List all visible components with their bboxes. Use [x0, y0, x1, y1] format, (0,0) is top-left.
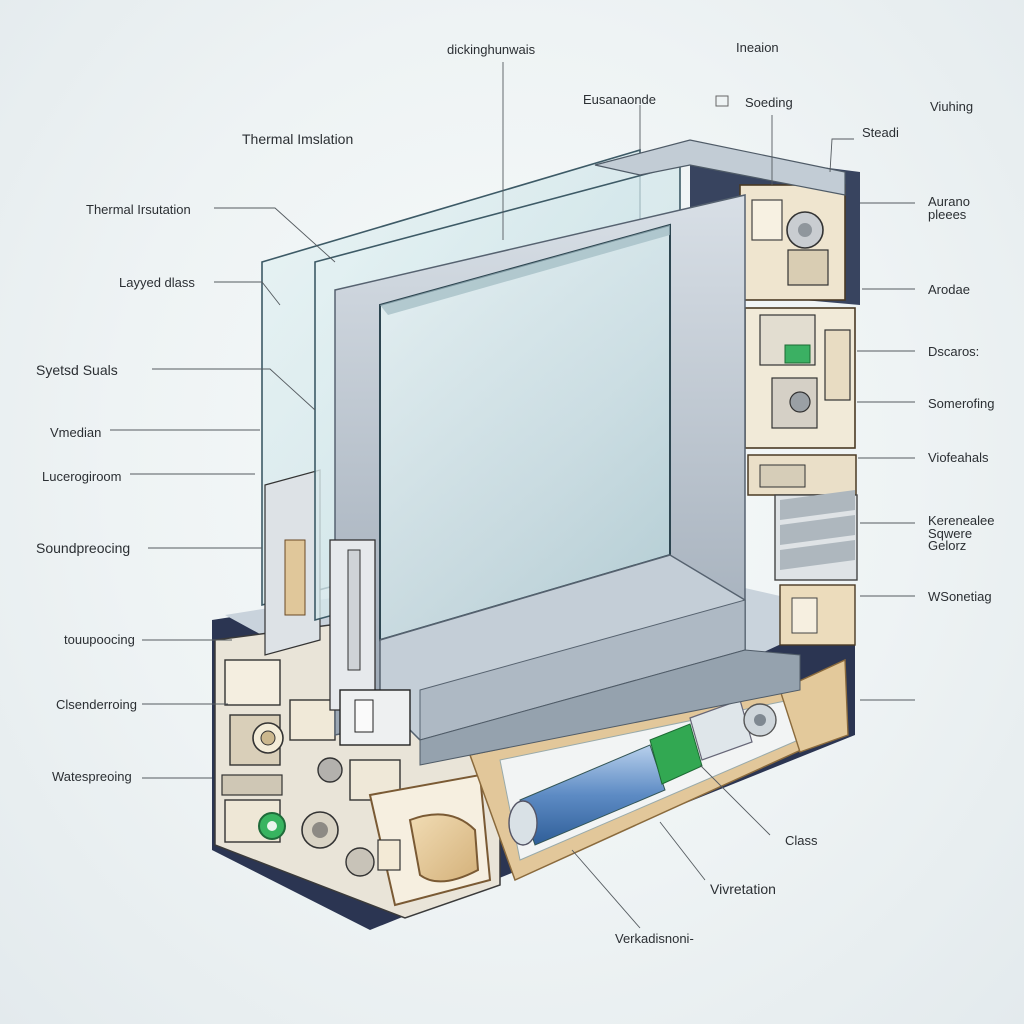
label-touproofing: touupoocing [64, 632, 135, 647]
label-top-mid: Eusanaonde [583, 92, 656, 107]
right-profile-stack [739, 184, 858, 646]
label-viofeahals: Viofeahals [928, 450, 989, 465]
label-kerenealee-3: Gelorz [928, 538, 966, 553]
label-aurano-1: Aurano [928, 194, 970, 209]
label-thermal-insulation-left: Thermal Irsutation [86, 202, 191, 217]
green-coupling [649, 723, 703, 785]
leader-lines [110, 62, 915, 929]
label-arodae: Arodae [928, 282, 970, 297]
label-soundproofing: Soundpreocing [36, 540, 130, 556]
label-dsoaros: Dscaros: [928, 344, 979, 359]
label-luxeroom: Lucerogiroom [42, 469, 122, 484]
label-verkadisnoni: Verkadisnoni- [615, 931, 694, 946]
label-layered-glass: Layyed dlass [119, 275, 195, 290]
label-top-ineation: Ineaion [736, 40, 779, 55]
top-frame-head [594, 139, 846, 196]
callout-labels: Thermal Imslation Thermal Irsutation Lay… [36, 40, 995, 946]
sash-post-mechanism [329, 539, 411, 746]
label-top-soeding: Soeding [745, 95, 793, 110]
label-viuhing: Viuhing [930, 99, 973, 114]
label-thermal-insulation-top: Thermal Imslation [242, 131, 353, 147]
label-top-center: dickinghunwais [447, 42, 536, 57]
bottom-roller-assembly [469, 658, 849, 882]
label-waterproofing: Watespreoing [52, 769, 132, 784]
label-somerofing: Somerofing [928, 396, 994, 411]
small-box-icon [715, 95, 729, 107]
label-sealed-seals: Syetsd Suals [36, 362, 118, 378]
label-kerenealee-1: Kerenealee [928, 513, 995, 528]
label-vmedian: Vmedian [50, 425, 101, 440]
bottom-left-mechanism [214, 624, 501, 919]
label-aurano-2: pleees [928, 207, 967, 222]
window-section-illustration [212, 139, 860, 930]
label-kerenealee-2: Sqwere [928, 526, 972, 541]
label-glsendering: Clsenderroing [56, 697, 137, 712]
label-wsonetiag: WSonetiag [928, 589, 992, 604]
label-vivretation: Vivretation [710, 881, 776, 897]
label-steadi: Steadi [862, 125, 899, 140]
label-class: Class [785, 833, 818, 848]
